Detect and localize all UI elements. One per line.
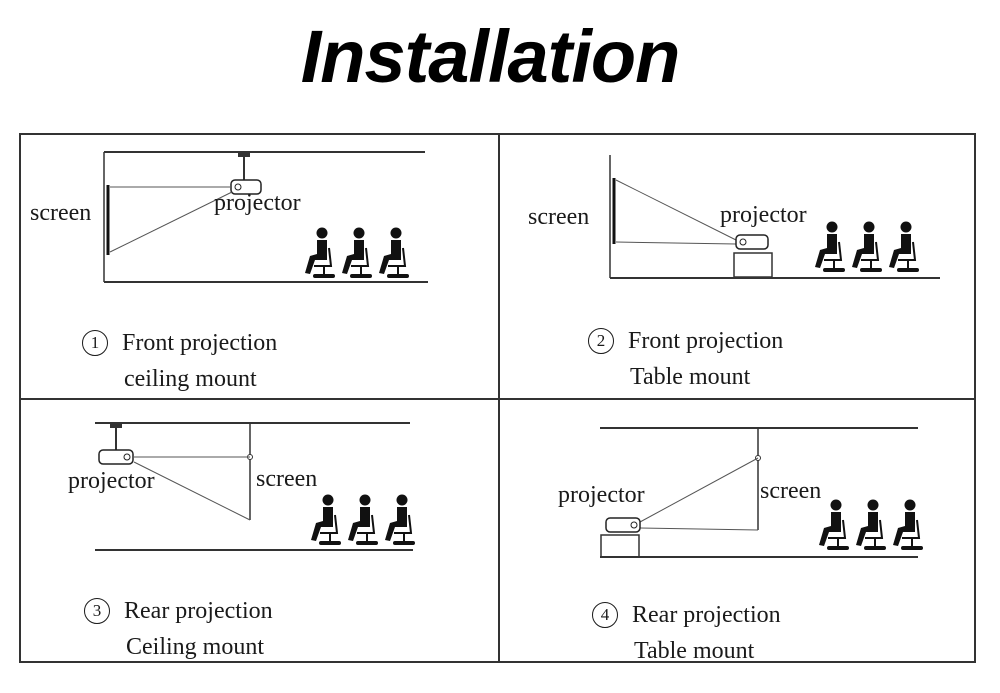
caption-line1: Front projection (122, 330, 278, 356)
mount-plate (110, 423, 122, 428)
beam-lower (615, 241, 737, 245)
projector-lens (123, 453, 131, 461)
projector-lens (739, 238, 747, 246)
table-shape (600, 534, 640, 558)
circled-number: 1 (82, 330, 108, 356)
caption-line1: Front projection (628, 328, 784, 354)
seated-person-icon (311, 494, 341, 545)
seated-person-icon (856, 499, 886, 550)
beam-lower (133, 461, 251, 521)
audience-icon (305, 227, 409, 278)
horizontal-divider (19, 398, 976, 400)
caption-line2: Ceiling mount (126, 634, 264, 660)
caption: 3 Rear projection Ceiling mount (84, 593, 273, 665)
beam-upper (639, 457, 759, 523)
screen-label: screen (760, 478, 822, 504)
projector-label: projector (558, 482, 645, 508)
seated-person-icon (819, 499, 849, 550)
page-title: Installation (300, 15, 681, 98)
circled-number: 2 (588, 328, 614, 354)
audience-icon (815, 221, 919, 272)
seated-person-icon (342, 227, 372, 278)
audience-icon (311, 494, 415, 545)
projector-label: projector (68, 468, 155, 494)
caption-line2: Table mount (630, 364, 751, 390)
seated-person-icon (815, 221, 845, 272)
seated-person-icon (385, 494, 415, 545)
beam-lower (109, 191, 233, 253)
table-shape (733, 252, 773, 278)
seated-person-icon (348, 494, 378, 545)
caption-line2: ceiling mount (124, 366, 257, 392)
projector-label: projector (720, 202, 807, 228)
seated-person-icon (893, 499, 923, 550)
projector-icon (735, 234, 769, 250)
screen-label: screen (528, 204, 590, 230)
beam-upper (615, 179, 737, 241)
projector-icon (230, 179, 262, 195)
seated-person-icon (305, 227, 335, 278)
screen-label: screen (30, 200, 92, 226)
seated-person-icon (379, 227, 409, 278)
caption: 4 Rear projection Table mount (592, 597, 781, 669)
projector-icon (98, 449, 134, 465)
circled-number: 4 (592, 602, 618, 628)
seated-person-icon (889, 221, 919, 272)
seated-person-icon (852, 221, 882, 272)
mount-plate (238, 152, 250, 157)
projector-lens (234, 183, 242, 191)
projector-icon (605, 517, 641, 533)
caption: 1 Front projection ceiling mount (82, 325, 277, 397)
screen-label: screen (256, 466, 318, 492)
projector-label: projector (214, 190, 301, 216)
projector-lens (630, 521, 638, 529)
circled-number: 3 (84, 598, 110, 624)
caption-line1: Rear projection (124, 598, 273, 624)
caption-line1: Rear projection (632, 602, 781, 628)
caption: 2 Front projection Table mount (588, 323, 783, 395)
beam-lower (639, 527, 759, 531)
caption-line2: Table mount (634, 638, 755, 664)
audience-icon (819, 499, 923, 550)
